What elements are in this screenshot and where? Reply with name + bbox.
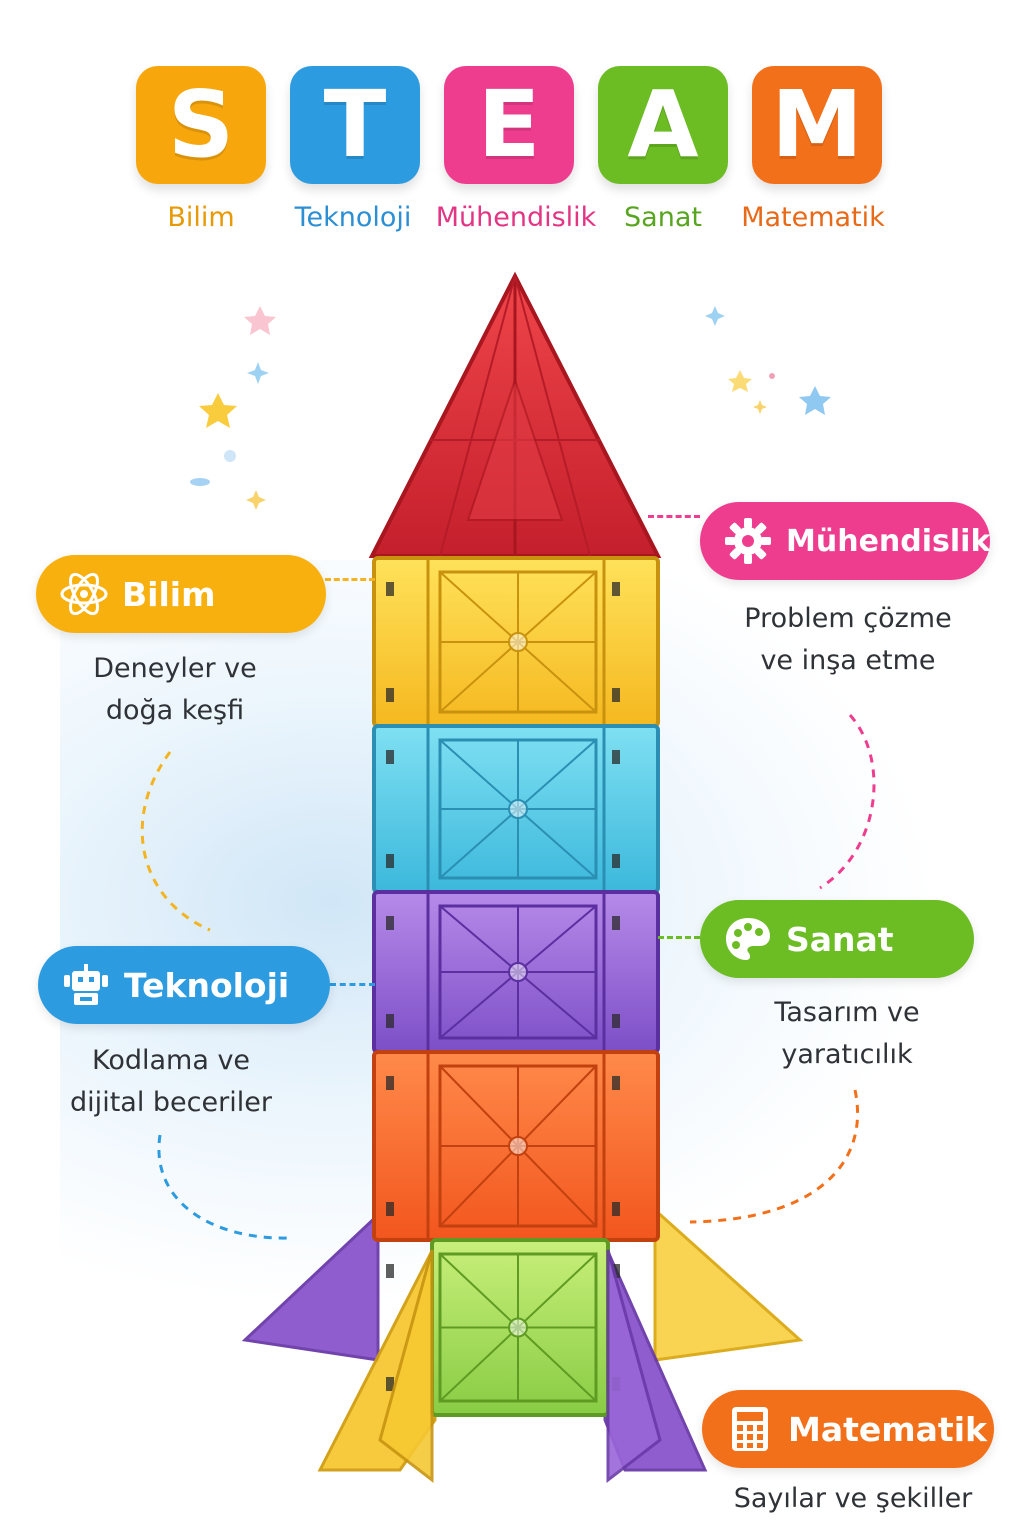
tile-e: E (444, 66, 574, 184)
card-teknoloji: Teknoloji (38, 946, 330, 1024)
tile-m: M (752, 66, 882, 184)
star-decorations (190, 306, 831, 510)
calculator-icon (732, 1407, 768, 1451)
rocket-segment (372, 1050, 660, 1242)
tile-letter: M (771, 71, 863, 178)
card-matematik: Matematik (702, 1390, 994, 1468)
tile-letter: S (167, 71, 235, 178)
desc-line: Deneyler ve (93, 653, 257, 684)
card-desc-muhendislik: Problem çözme ve inşa etme (710, 598, 986, 682)
palette-icon (726, 918, 770, 960)
tile-a: A (598, 66, 728, 184)
tile-s: S (136, 66, 266, 184)
card-title: Teknoloji (124, 965, 290, 1005)
atom-icon (60, 572, 108, 616)
tile-label-matematik: Matematik (741, 202, 885, 233)
desc-line: doğa keşfi (105, 695, 245, 726)
tile-letter: T (323, 71, 387, 178)
rocket-segment (372, 724, 660, 894)
card-desc-bilim: Deneyler ve doğa keşfi (40, 648, 310, 732)
tile-t: T (290, 66, 420, 184)
tile-letter: E (477, 71, 541, 178)
card-title: Sanat (786, 919, 894, 959)
connector-muhendislik (648, 515, 700, 518)
rocket-body (372, 556, 660, 1417)
desc-line: ve inşa etme (760, 645, 936, 676)
card-sanat: Sanat (700, 900, 974, 978)
card-title: Mühendislik (786, 523, 991, 559)
tile-label-muhendislik: Mühendislik (435, 202, 597, 233)
card-desc-matematik: Sayılar ve şekiller (708, 1478, 998, 1520)
connector-teknoloji (330, 983, 375, 986)
card-desc-sanat: Tasarım ve yaratıcılık (710, 992, 984, 1076)
desc-line: Kodlama ve (91, 1045, 251, 1076)
tile-letter: A (627, 71, 699, 178)
tile-label-bilim: Bilim (167, 202, 235, 233)
tile-label-teknoloji: Teknoloji (294, 202, 412, 233)
connector-bilim (325, 578, 375, 581)
desc-line: Problem çözme (744, 603, 952, 634)
rocket-segment (372, 556, 660, 728)
card-title: Bilim (122, 574, 216, 614)
card-title: Matematik (788, 1409, 987, 1449)
desc-line: Sayılar ve şekiller (733, 1483, 973, 1514)
desc-line: yaratıcılık (781, 1039, 913, 1070)
rocket-segment (372, 890, 660, 1054)
card-muhendislik: Mühendislik (700, 502, 990, 580)
card-desc-teknoloji: Kodlama ve dijital beceriler (30, 1040, 312, 1124)
connector-sanat (658, 936, 700, 939)
desc-line: Tasarım ve (774, 997, 920, 1028)
card-bilim: Bilim (36, 555, 326, 633)
tile-label-sanat: Sanat (624, 202, 702, 233)
gear-icon (725, 518, 771, 564)
robot-icon (64, 964, 108, 1005)
desc-line: dijital beceriler (70, 1087, 272, 1118)
